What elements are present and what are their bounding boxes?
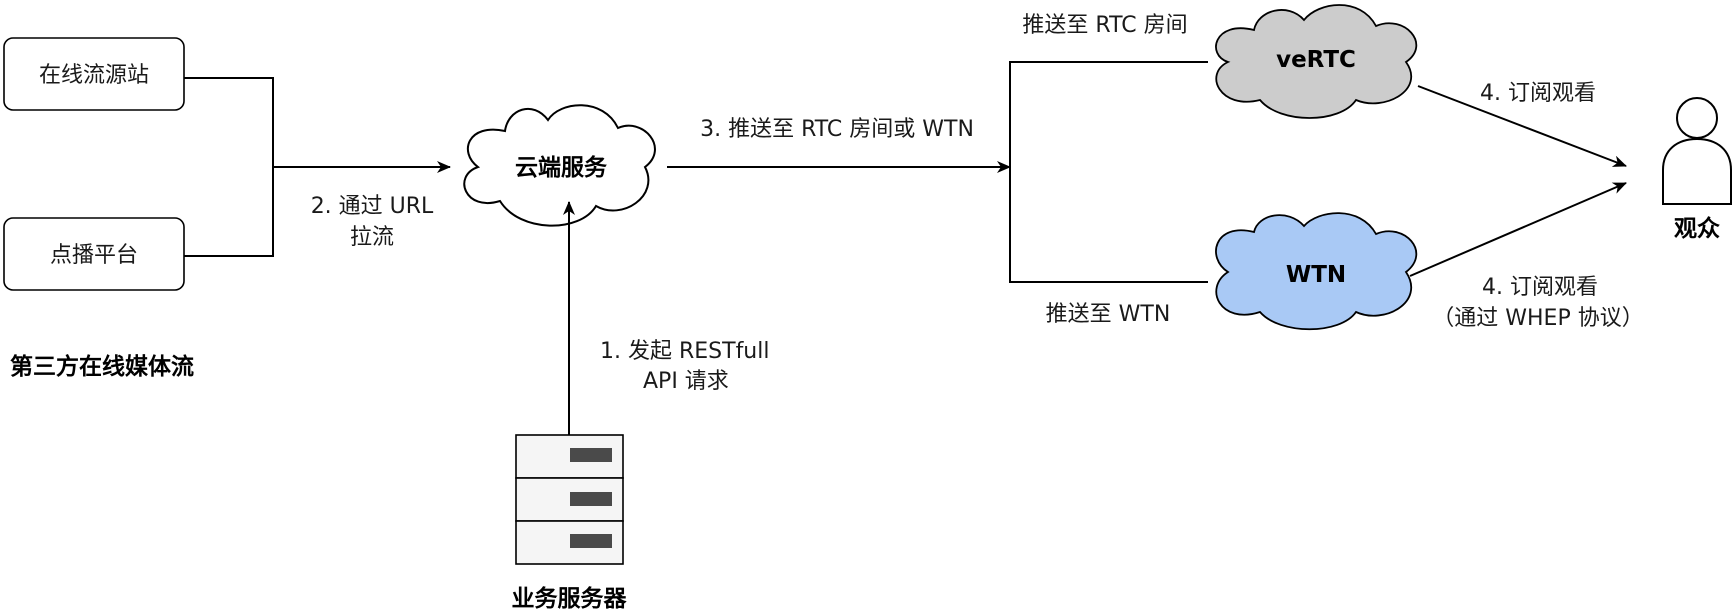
business-server-node (515, 434, 624, 565)
vertc-node: veRTC (1215, 4, 1418, 119)
restful-request-label-line1: 1. 发起 RESTfull (600, 339, 769, 364)
cloud-service-label: 云端服务 (515, 155, 608, 181)
business-server-label: 业务服务器 (512, 586, 628, 612)
pull-stream-label-line1: 2. 通过 URL (311, 194, 434, 219)
audience-node: 观众 (1662, 97, 1732, 242)
subscribe-wtn-label-line1: 4. 订阅观看 (1482, 275, 1598, 300)
push-wtn-label: 推送至 WTN (1046, 302, 1171, 327)
server-slot-bottom (570, 534, 612, 548)
sources-bracket-line (184, 77, 274, 257)
push-rtc-label: 推送至 RTC 房间 (1022, 13, 1187, 38)
push-rtc-or-wtn-label: 3. 推送至 RTC 房间或 WTN (700, 117, 974, 142)
wtn-cloud-shape (1215, 212, 1418, 331)
wtn-label: WTN (1286, 262, 1346, 288)
subscribe-wtn-arrow (1409, 182, 1627, 277)
server-slot-top (570, 448, 612, 462)
split-bracket-line (1009, 61, 1208, 283)
audience-label: 观众 (1674, 216, 1720, 242)
vertc-cloud-shape (1215, 4, 1418, 119)
third-party-group-label: 第三方在线媒体流 (10, 353, 194, 380)
wtn-node: WTN (1215, 212, 1418, 331)
online-source-node: 在线流源站 (3, 37, 185, 111)
subscribe-rtc-label: 4. 订阅观看 (1480, 81, 1596, 106)
cloud-service-node: 云端服务 (463, 104, 656, 227)
vod-platform-label: 点播平台 (50, 243, 138, 268)
pull-stream-label-line2: 拉流 (350, 225, 394, 250)
vertc-label: veRTC (1276, 47, 1356, 73)
subscribe-rtc-arrow (1417, 85, 1627, 167)
person-icon (1662, 97, 1732, 205)
server-slot-middle (570, 492, 612, 506)
restful-request-label-line2: API 请求 (643, 369, 729, 394)
online-source-label: 在线流源站 (39, 63, 149, 88)
cloud-service-shape (463, 104, 656, 227)
vod-platform-node: 点播平台 (3, 217, 185, 291)
subscribe-wtn-label-line2: （通过 WHEP 协议） (1432, 306, 1643, 331)
